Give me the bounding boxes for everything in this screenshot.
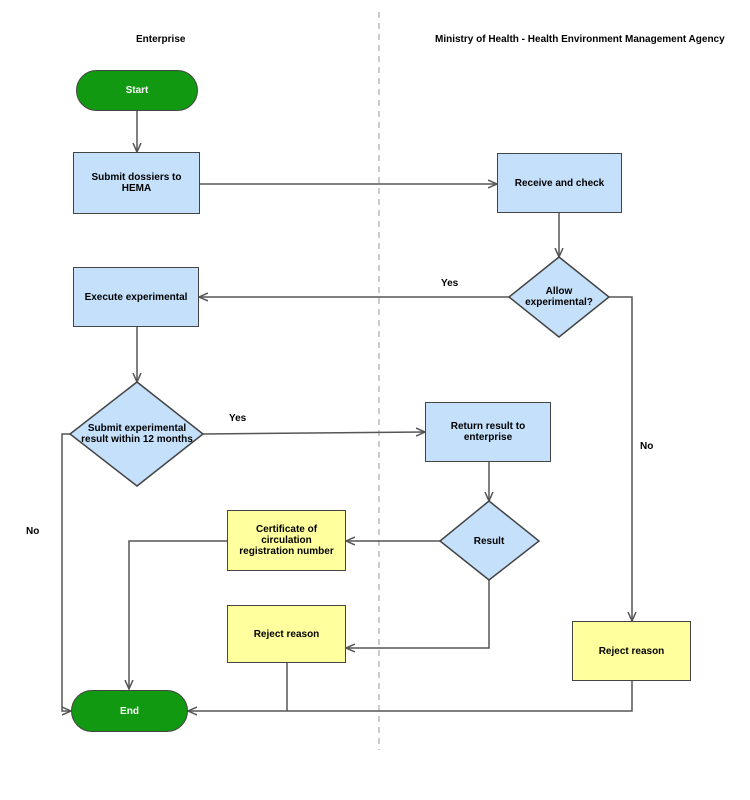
edge-certificate-to-end [129,540,227,689]
decision-allow-experimental-label[interactable]: Allow experimental? [525,286,593,308]
start-node[interactable]: Start [76,70,198,111]
edge-reject-right-to-end [188,681,633,711]
edge-submit-result-yes [202,432,425,434]
lane-title-enterprise: Enterprise [136,34,186,45]
certificate-box[interactable]: Certificate of circulation registration … [227,510,346,571]
decision-result-label[interactable]: Result [473,535,505,547]
receive-check-box[interactable]: Receive and check [497,153,622,213]
edge-label-submit-no: No [26,526,40,537]
edge-submit-result-no [61,433,71,711]
decision-result-shape [438,500,541,581]
return-result-box[interactable]: Return result to enterprise [425,402,551,462]
edge-allow-no [609,296,632,621]
reject-reason-right-box[interactable]: Reject reason [572,621,691,681]
reject-reason-left-box[interactable]: Reject reason [227,605,346,663]
end-node[interactable]: End [71,690,188,732]
edge-label-submit-yes: Yes [229,413,247,424]
lane-title-ministry: Ministry of Health - Health Environment … [435,34,725,45]
decision-allow-experimental-shape [507,256,611,338]
submit-dossiers-box[interactable]: Submit dossiers to HEMA [73,152,200,214]
edge-result-to-reject [346,580,490,648]
decision-submit-result-shape [68,381,205,487]
decision-submit-result-label[interactable]: Submit experimental result within 12 mon… [81,423,193,445]
execute-experimental-box[interactable]: Execute experimental [73,267,199,327]
edge-label-allow-yes: Yes [441,278,459,289]
edge-label-allow-no: No [640,441,654,452]
